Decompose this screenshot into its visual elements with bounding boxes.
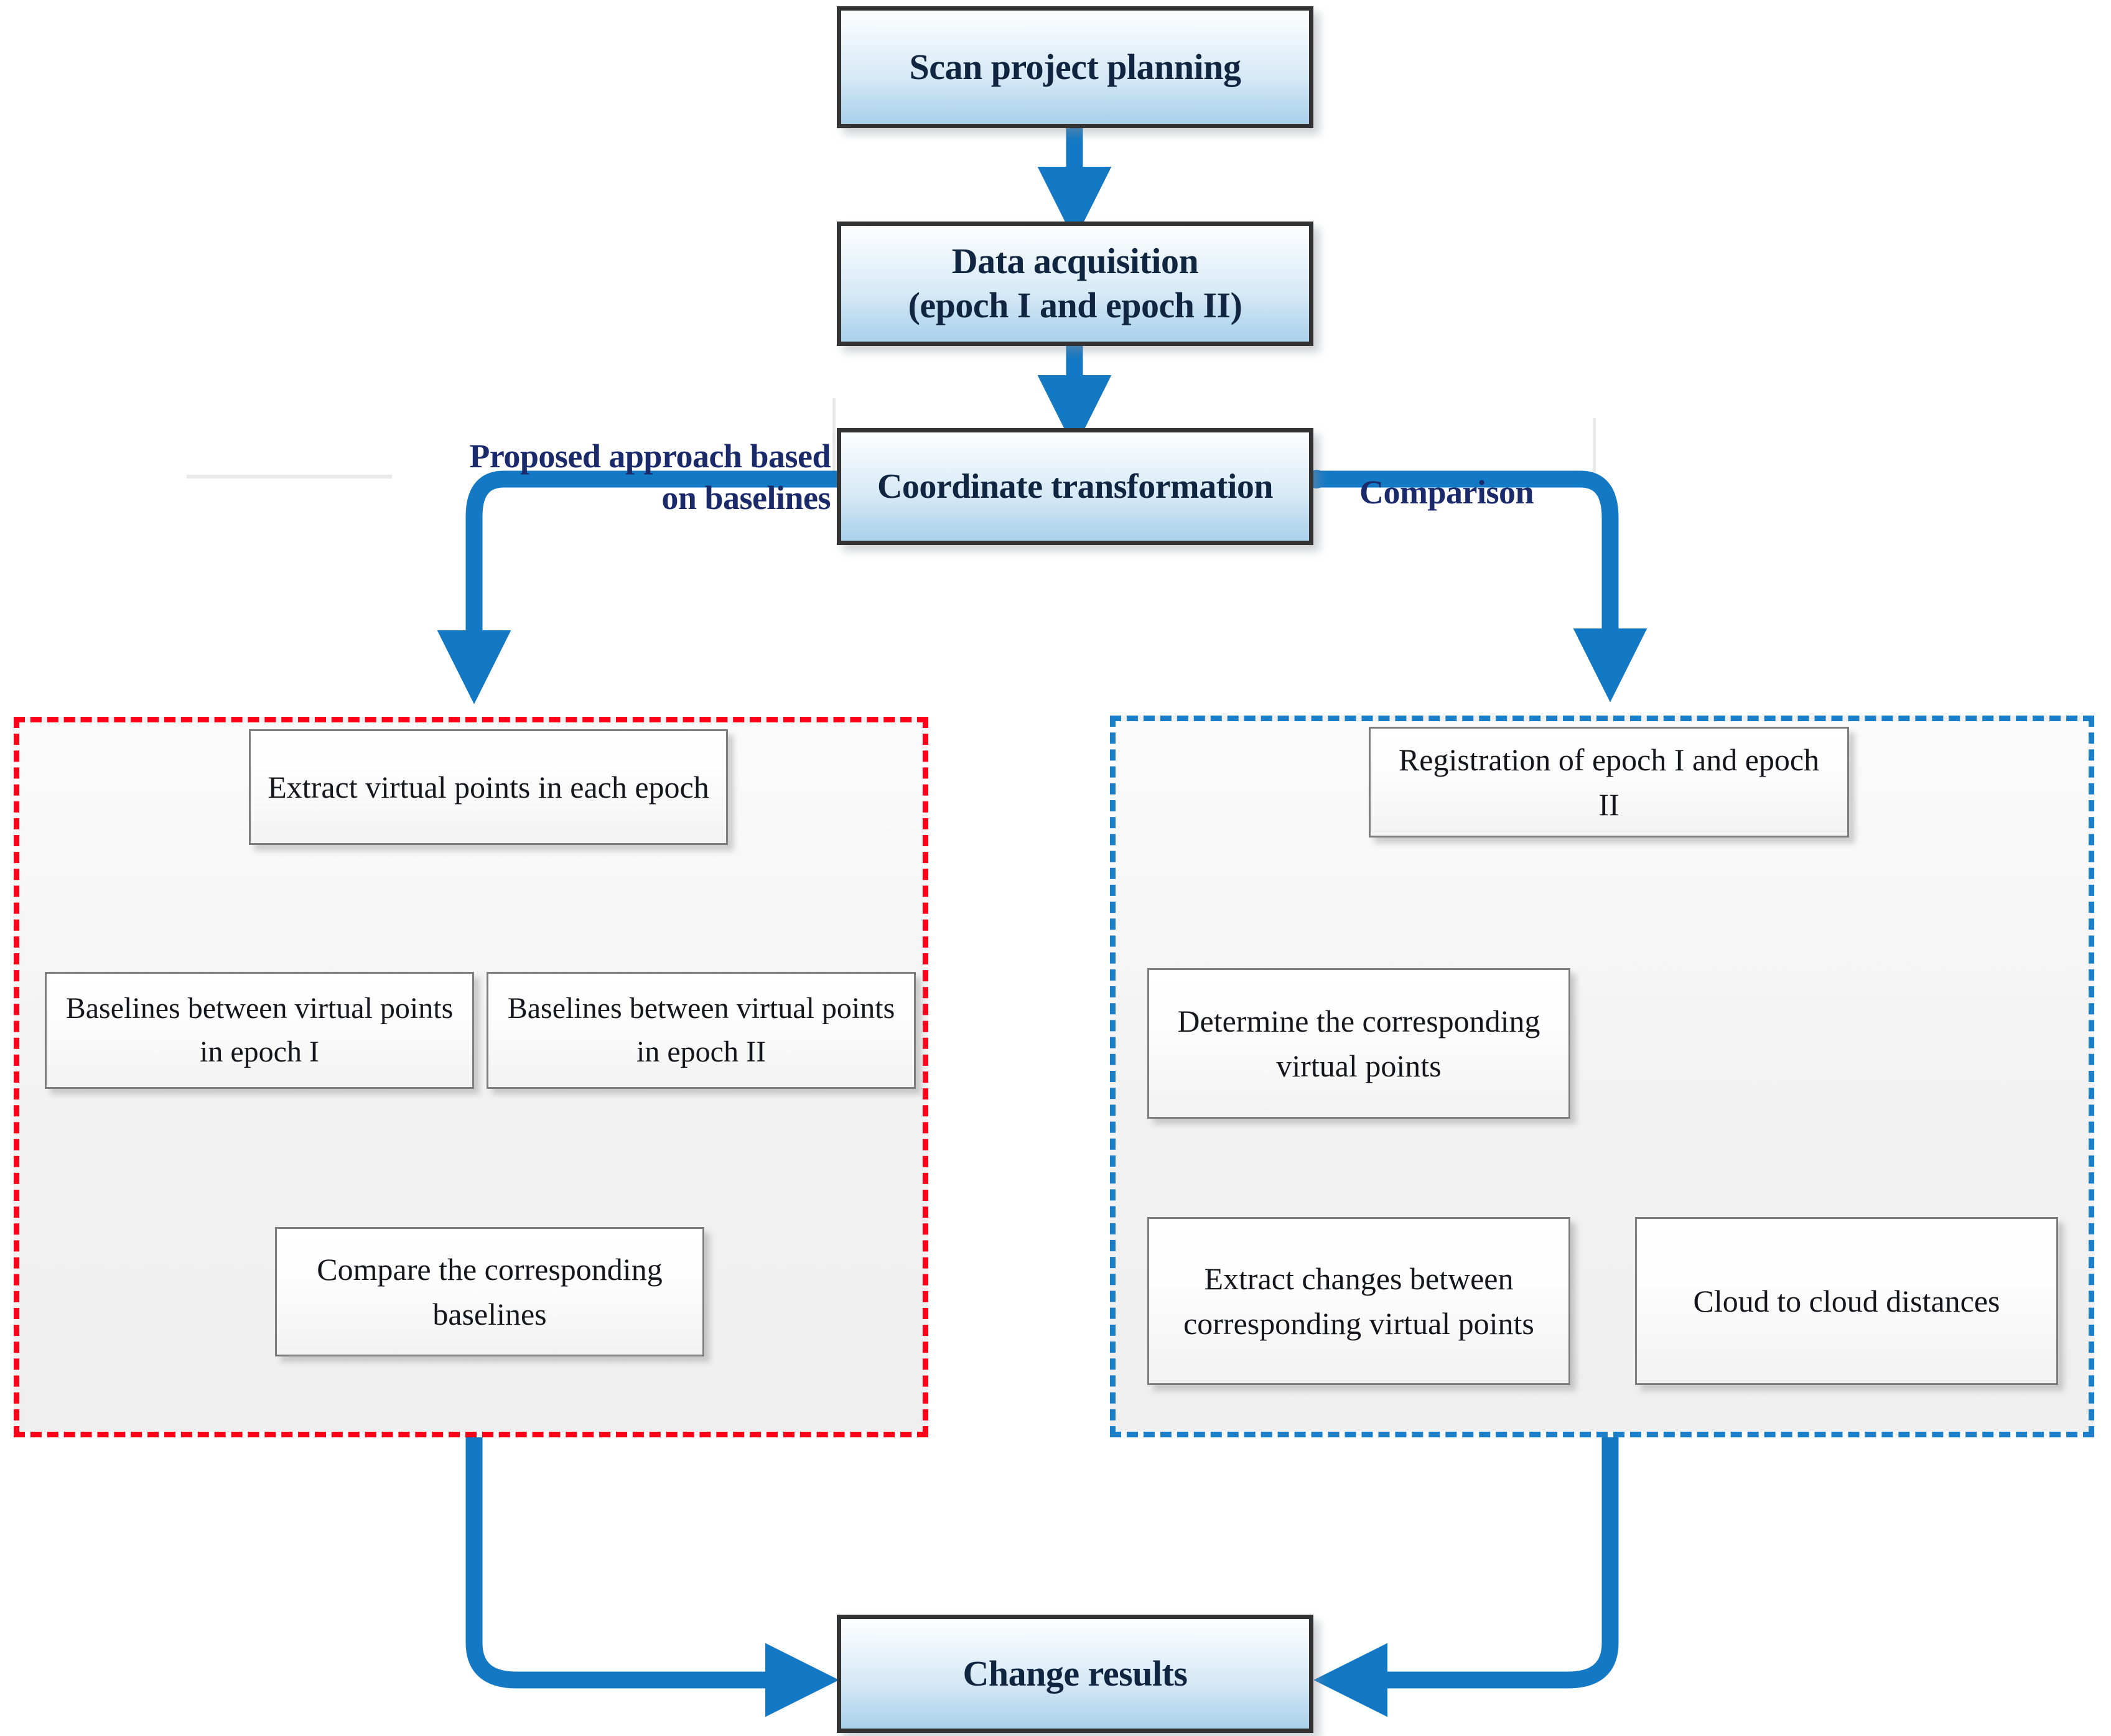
box-extract-changes-label: Extract changes between corresponding vi…	[1183, 1261, 1534, 1342]
decorative-sliver-left-vert	[832, 398, 836, 476]
box-compare-baselines-label: Compare the corresponding baselines	[317, 1251, 663, 1332]
box-change-results[interactable]: Change results	[837, 1615, 1313, 1733]
box-cloud-to-cloud-distances[interactable]: Cloud to cloud distances	[1635, 1217, 2058, 1385]
box-coordinate-transformation-label: Coordinate transformation	[877, 467, 1274, 506]
box-baselines-epoch-ii[interactable]: Baselines between virtual points in epoc…	[487, 972, 916, 1089]
box-baselines-epoch-i-label: Baselines between virtual points in epoc…	[65, 992, 454, 1068]
decorative-sliver-left	[187, 475, 392, 478]
label-comparison-text: Comparison	[1359, 473, 1534, 511]
box-baselines-epoch-ii-label: Baselines between virtual points in epoc…	[507, 992, 895, 1068]
box-data-acquisition-label: Data acquisition (epoch I and epoch II)	[908, 241, 1242, 325]
box-extract-changes[interactable]: Extract changes between corresponding vi…	[1147, 1217, 1570, 1385]
box-cloud-to-cloud-distances-label: Cloud to cloud distances	[1693, 1283, 2000, 1318]
box-change-results-label: Change results	[962, 1653, 1188, 1694]
box-extract-virtual-points-label: Extract virtual points in each epoch	[268, 769, 709, 805]
box-extract-virtual-points[interactable]: Extract virtual points in each epoch	[249, 729, 728, 845]
box-coordinate-transformation[interactable]: Coordinate transformation	[837, 428, 1313, 545]
label-comparison: Comparison	[1359, 429, 1708, 513]
box-registration-epochs[interactable]: Registration of epoch I and epoch II	[1369, 727, 1849, 838]
box-determine-corresponding-points-label: Determine the corresponding virtual poin…	[1177, 1003, 1540, 1084]
box-compare-baselines[interactable]: Compare the corresponding baselines	[275, 1227, 704, 1356]
decorative-sliver-right-vert	[1593, 418, 1596, 479]
box-baselines-epoch-i[interactable]: Baselines between virtual points in epoc…	[45, 972, 474, 1089]
box-scan-label: Scan project planning	[909, 46, 1241, 87]
box-data-acquisition[interactable]: Data acquisition (epoch I and epoch II)	[837, 222, 1313, 346]
box-determine-corresponding-points[interactable]: Determine the corresponding virtual poin…	[1147, 968, 1570, 1119]
label-proposed-approach: Proposed approach based on baselines	[395, 393, 831, 520]
box-registration-epochs-label: Registration of epoch I and epoch II	[1398, 742, 1820, 823]
label-proposed-approach-text: Proposed approach based on baselines	[469, 437, 831, 517]
box-scan-project-planning[interactable]: Scan project planning	[837, 6, 1313, 128]
